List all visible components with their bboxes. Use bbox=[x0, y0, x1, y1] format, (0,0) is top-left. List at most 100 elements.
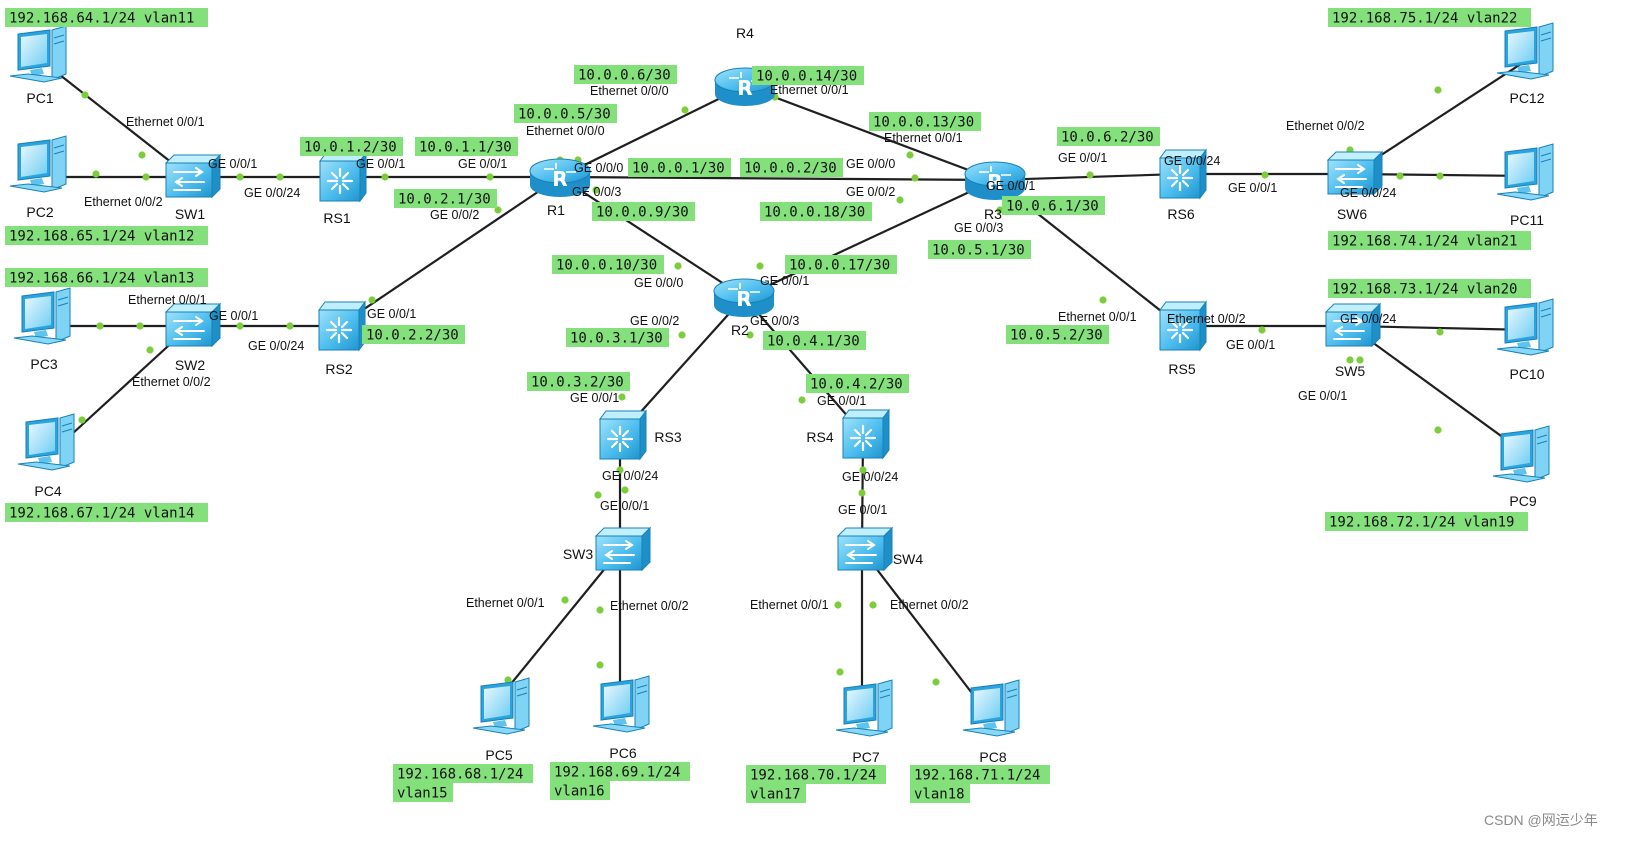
port-label: Ethernet 0/0/1 bbox=[770, 83, 849, 97]
l3-switch-rs4[interactable]: RS4 bbox=[806, 408, 890, 460]
switch-icon bbox=[1324, 302, 1382, 348]
pc-pc2[interactable]: PC2 bbox=[9, 135, 67, 220]
switch-sw4[interactable]: SW4 bbox=[836, 526, 924, 572]
port-dot bbox=[1436, 172, 1444, 180]
port-dot bbox=[1099, 296, 1107, 304]
switch-sw2[interactable]: SW2 bbox=[164, 302, 222, 373]
link-r1-r2 bbox=[559, 176, 745, 298]
device-name: PC2 bbox=[26, 204, 53, 220]
l3-switch-icon bbox=[1159, 300, 1207, 352]
l3-switch-rs1[interactable]: RS1 bbox=[319, 151, 367, 226]
port-label: GE 0/0/24 bbox=[842, 470, 898, 484]
device-name: R2 bbox=[731, 322, 749, 338]
pc-pc6[interactable]: PC6 bbox=[592, 675, 650, 761]
port-dot bbox=[674, 262, 682, 270]
port-label: GE 0/0/1 bbox=[208, 157, 257, 171]
port-dot bbox=[932, 678, 940, 686]
pc-icon bbox=[962, 679, 1020, 737]
svg-text:10.0.0.5/30: 10.0.0.5/30 bbox=[518, 107, 611, 123]
router-r3[interactable]: RR3 bbox=[964, 161, 1026, 222]
port-label: GE 0/0/24 bbox=[602, 469, 658, 483]
switch-sw6[interactable]: SW6 bbox=[1326, 150, 1384, 222]
port-label: Ethernet 0/0/2 bbox=[84, 195, 163, 209]
device-name: PC1 bbox=[26, 90, 53, 106]
switch-sw3[interactable]: SW3 bbox=[563, 526, 652, 572]
switch-sw1[interactable]: SW1 bbox=[164, 153, 222, 222]
pc-pc1[interactable]: PC1 bbox=[9, 25, 67, 106]
device-name: PC4 bbox=[34, 483, 61, 499]
device-name: PC11 bbox=[1510, 212, 1544, 228]
svg-text:10.0.6.1/30: 10.0.6.1/30 bbox=[1006, 199, 1099, 215]
svg-text:10.0.0.9/30: 10.0.0.9/30 bbox=[596, 205, 689, 221]
port-dot bbox=[746, 331, 754, 339]
l3-switch-rs5[interactable]: RS5 bbox=[1159, 300, 1207, 377]
port-dot bbox=[1356, 356, 1364, 364]
ip-label: 192.168.70.1/24 bbox=[746, 765, 886, 784]
ip-label: 10.0.5.2/30 bbox=[1006, 325, 1109, 344]
ip-label: 10.0.2.2/30 bbox=[362, 325, 465, 344]
pc-pc3[interactable]: PC3 bbox=[13, 287, 71, 372]
pc-pc4[interactable]: PC4 bbox=[17, 413, 75, 499]
port-label: GE 0/0/2 bbox=[630, 314, 679, 328]
ip-label: 10.0.0.1/30 bbox=[628, 158, 731, 177]
credit-watermark: CSDN @网运少年 bbox=[1484, 812, 1598, 828]
pc-icon bbox=[592, 675, 650, 733]
link-r1-r3 bbox=[559, 175, 996, 182]
device-name: RS6 bbox=[1167, 206, 1194, 222]
ip-label: vlan16 bbox=[550, 781, 610, 800]
ip-label: 10.0.1.2/30 bbox=[300, 137, 403, 156]
l3-switch-icon bbox=[319, 151, 367, 203]
l3-switch-rs6[interactable]: RS6 bbox=[1159, 148, 1207, 222]
port-label: Ethernet 0/0/2 bbox=[1286, 119, 1365, 133]
ip-label: 10.0.6.1/30 bbox=[1002, 196, 1105, 215]
svg-text:192.168.65.1/24 vlan12: 192.168.65.1/24 vlan12 bbox=[9, 229, 194, 245]
ip-label: 10.0.0.14/30 bbox=[752, 66, 864, 85]
port-label: GE 0/0/1 bbox=[570, 391, 619, 405]
router-r2[interactable]: RR2 bbox=[713, 278, 775, 338]
pc-pc11[interactable]: PC11 bbox=[1496, 143, 1554, 228]
svg-text:vlan16: vlan16 bbox=[554, 784, 605, 800]
switch-sw5[interactable]: SW5 bbox=[1324, 302, 1382, 379]
port-dot bbox=[798, 396, 806, 404]
pc-pc12[interactable]: PC12 bbox=[1496, 22, 1554, 106]
l3-switch-rs3[interactable]: RS3 bbox=[599, 409, 682, 461]
port-dot bbox=[138, 151, 146, 159]
device-name: SW4 bbox=[893, 551, 924, 567]
port-dot bbox=[146, 346, 154, 354]
port-dot bbox=[678, 331, 686, 339]
device-name: R3 bbox=[984, 206, 1002, 222]
port-dot bbox=[92, 170, 100, 178]
pc-pc5[interactable]: PC5 bbox=[472, 677, 530, 763]
link-r1-r4 bbox=[559, 85, 746, 178]
device-name: RS1 bbox=[323, 210, 350, 226]
port-dot bbox=[592, 186, 600, 194]
pc-pc10[interactable]: PC10 bbox=[1496, 298, 1554, 382]
svg-text:192.168.72.1/24 vlan19: 192.168.72.1/24 vlan19 bbox=[1329, 515, 1514, 531]
router-r4[interactable]: RR4 bbox=[714, 25, 776, 106]
port-dot bbox=[1261, 171, 1269, 179]
svg-text:vlan17: vlan17 bbox=[750, 787, 801, 803]
ip-label: 192.168.69.1/24 bbox=[550, 762, 690, 781]
port-label: GE 0/0/0 bbox=[846, 157, 895, 171]
ip-label: 192.168.66.1/24 vlan13 bbox=[5, 268, 208, 287]
port-dot bbox=[494, 206, 502, 214]
pc-pc9[interactable]: PC9 bbox=[1492, 425, 1550, 509]
pc-icon bbox=[9, 25, 67, 83]
router-r1[interactable]: RR1 bbox=[529, 158, 591, 218]
port-dot bbox=[136, 322, 144, 330]
ip-label: vlan18 bbox=[910, 784, 970, 803]
pc-pc8[interactable]: PC8 bbox=[962, 679, 1020, 765]
pc-pc7[interactable]: PC7 bbox=[835, 679, 893, 765]
port-dot bbox=[236, 322, 244, 330]
port-dot bbox=[1436, 328, 1444, 336]
port-dot bbox=[911, 174, 919, 182]
port-label: GE 0/0/1 bbox=[760, 274, 809, 288]
svg-text:10.0.0.17/30: 10.0.0.17/30 bbox=[789, 258, 890, 274]
ip-label: 192.168.72.1/24 vlan19 bbox=[1325, 512, 1528, 531]
device-name: SW2 bbox=[175, 357, 206, 373]
svg-text:192.168.73.1/24 vlan20: 192.168.73.1/24 vlan20 bbox=[1332, 282, 1517, 298]
l3-switch-rs2[interactable]: RS2 bbox=[318, 300, 366, 377]
svg-text:192.168.66.1/24 vlan13: 192.168.66.1/24 vlan13 bbox=[9, 271, 194, 287]
svg-text:10.0.4.1/30: 10.0.4.1/30 bbox=[767, 334, 860, 350]
